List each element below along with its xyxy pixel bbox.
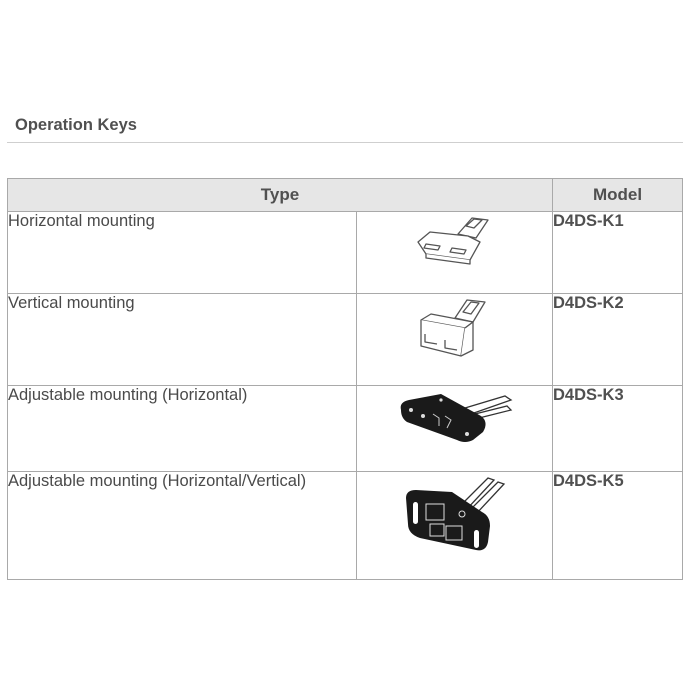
type-cell: Horizontal mounting (7, 211, 357, 294)
horizontal-key-icon (416, 217, 489, 265)
adjustable-hv-key-icon (405, 477, 505, 551)
section-divider (7, 142, 683, 143)
operation-keys-table: Type Model Horizontal mounting D4D (6, 178, 684, 580)
type-cell: Adjustable mounting (Horizontal) (7, 385, 357, 472)
table-row: Horizontal mounting D4DS-K1 (7, 211, 684, 294)
table-header-row: Type Model (6, 178, 684, 212)
header-type: Type (6, 178, 554, 212)
vertical-key-icon (419, 299, 486, 357)
type-cell: Adjustable mounting (Horizontal/Vertical… (7, 471, 357, 580)
image-cell (355, 211, 554, 294)
model-cell: D4DS-K1 (552, 211, 684, 294)
image-cell (355, 471, 554, 580)
table-row: Adjustable mounting (Horizontal) D4DS-K3 (7, 385, 684, 472)
table-row: Adjustable mounting (Horizontal/Vertical… (7, 471, 684, 580)
model-cell: D4DS-K2 (552, 293, 684, 386)
section-title: Operation Keys (15, 116, 137, 134)
model-cell: D4DS-K5 (552, 471, 684, 580)
table-row: Vertical mounting D4DS-K2 (7, 293, 684, 386)
header-model: Model (552, 178, 684, 212)
image-cell (355, 385, 554, 472)
type-cell: Vertical mounting (7, 293, 357, 386)
model-cell: D4DS-K3 (552, 385, 684, 472)
image-cell (355, 293, 554, 386)
adjustable-horizontal-key-icon (400, 394, 512, 442)
